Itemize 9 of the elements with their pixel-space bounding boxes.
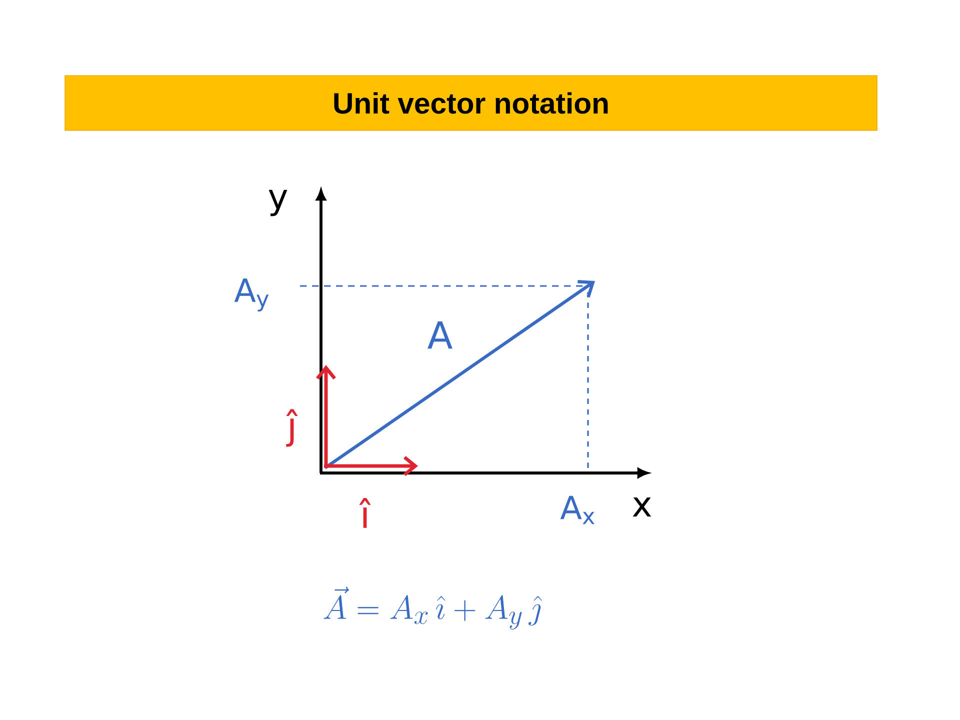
vector-equation: $\vec{A} = A_{x}\,\hat{\imath} + A_{y}\,\hat{\jmath}$ — [324, 586, 542, 630]
component-label: A$_{y}$ — [234, 278, 269, 312]
component-label: A$_{x}$ — [560, 496, 595, 524]
vector-label: A — [428, 321, 452, 349]
unit-vector-label: î — [359, 498, 371, 528]
unit-vector-label: ĵ — [286, 409, 298, 447]
axis-label: y — [268, 190, 288, 216]
axis-label: x — [632, 498, 652, 516]
title-banner: Unit vector notation — [64, 75, 878, 131]
